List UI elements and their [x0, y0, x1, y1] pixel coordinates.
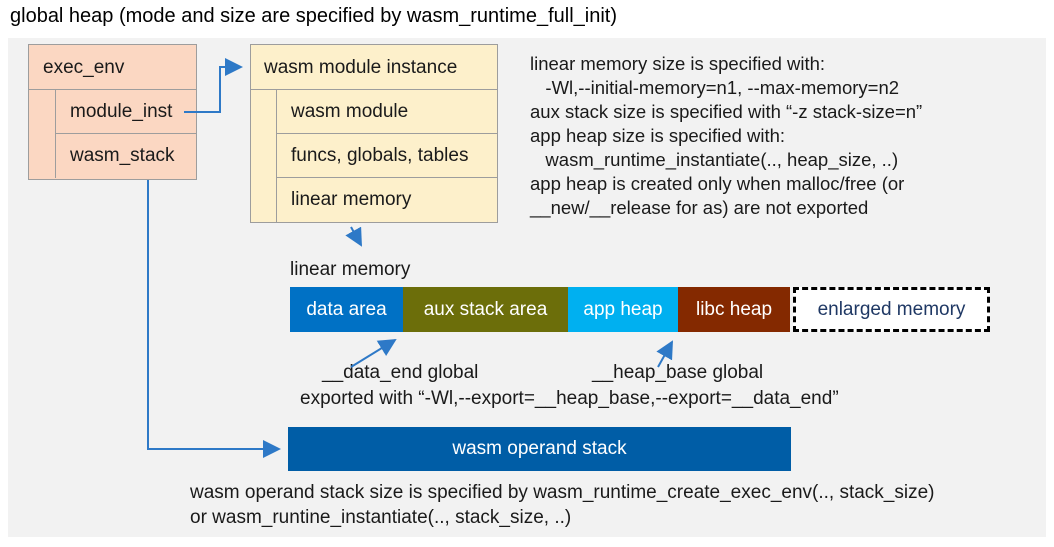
linear-memory-bar: data area aux stack area app heap libc h…	[290, 287, 990, 332]
exec-env-row-module-inst: module_inst	[56, 90, 196, 134]
segment-enlarged-memory: enlarged memory	[793, 287, 990, 332]
note-line: -Wl,--initial-memory=n1, --max-memory=n2	[530, 77, 900, 98]
note-line: app heap is created only when malloc/fre…	[530, 173, 905, 194]
exported-with-line: exported with “-Wl,--export=__heap_base,…	[300, 388, 839, 409]
segment-libc-heap: libc heap	[678, 287, 790, 332]
segment-aux-stack-area: aux stack area	[403, 287, 568, 332]
heap-base-global-label: __heap_base global	[592, 362, 764, 383]
note-line: wasm operand stack size is specified by …	[190, 482, 935, 503]
segment-app-heap: app heap	[568, 287, 678, 332]
diagram-title: global heap (mode and size are specified…	[10, 5, 617, 27]
notes-bottom: wasm operand stack size is specified by …	[190, 480, 935, 530]
note-line: linear memory size is specified with:	[530, 53, 826, 74]
note-line: or wasm_runtine_instantiate(.., stack_si…	[190, 507, 572, 528]
linear-memory-label: linear memory	[290, 259, 411, 280]
exec-env-box: exec_env module_inst wasm_stack	[28, 44, 197, 180]
note-line: __new/__release for as) are not exported	[530, 197, 869, 218]
notes-right: linear memory size is specified with: -W…	[530, 52, 922, 220]
segment-data-area: data area	[290, 287, 403, 332]
wasm-operand-stack-bar: wasm operand stack	[288, 427, 791, 471]
wasm-module-instance-box: wasm module instance wasm module funcs, …	[250, 44, 498, 223]
exec-env-header: exec_env	[29, 45, 196, 90]
exec-env-row-wasm-stack: wasm_stack	[70, 145, 175, 166]
note-line: aux stack size is specified with “-z sta…	[530, 101, 923, 122]
data-end-global-label: __data_end global	[322, 362, 479, 383]
wasm-module-instance-header: wasm module instance	[251, 45, 497, 90]
note-line: wasm_runtime_instantiate(.., heap_size, …	[530, 149, 899, 170]
row-linear-memory: linear memory	[291, 189, 412, 210]
row-wasm-module: wasm module	[277, 90, 497, 134]
row-funcs-globals-tables: funcs, globals, tables	[277, 134, 497, 178]
note-line: app heap size is specified with:	[530, 125, 786, 146]
wasm-module-instance-rows: wasm module funcs, globals, tables linea…	[276, 90, 497, 222]
exec-env-rows: module_inst wasm_stack	[55, 90, 196, 178]
